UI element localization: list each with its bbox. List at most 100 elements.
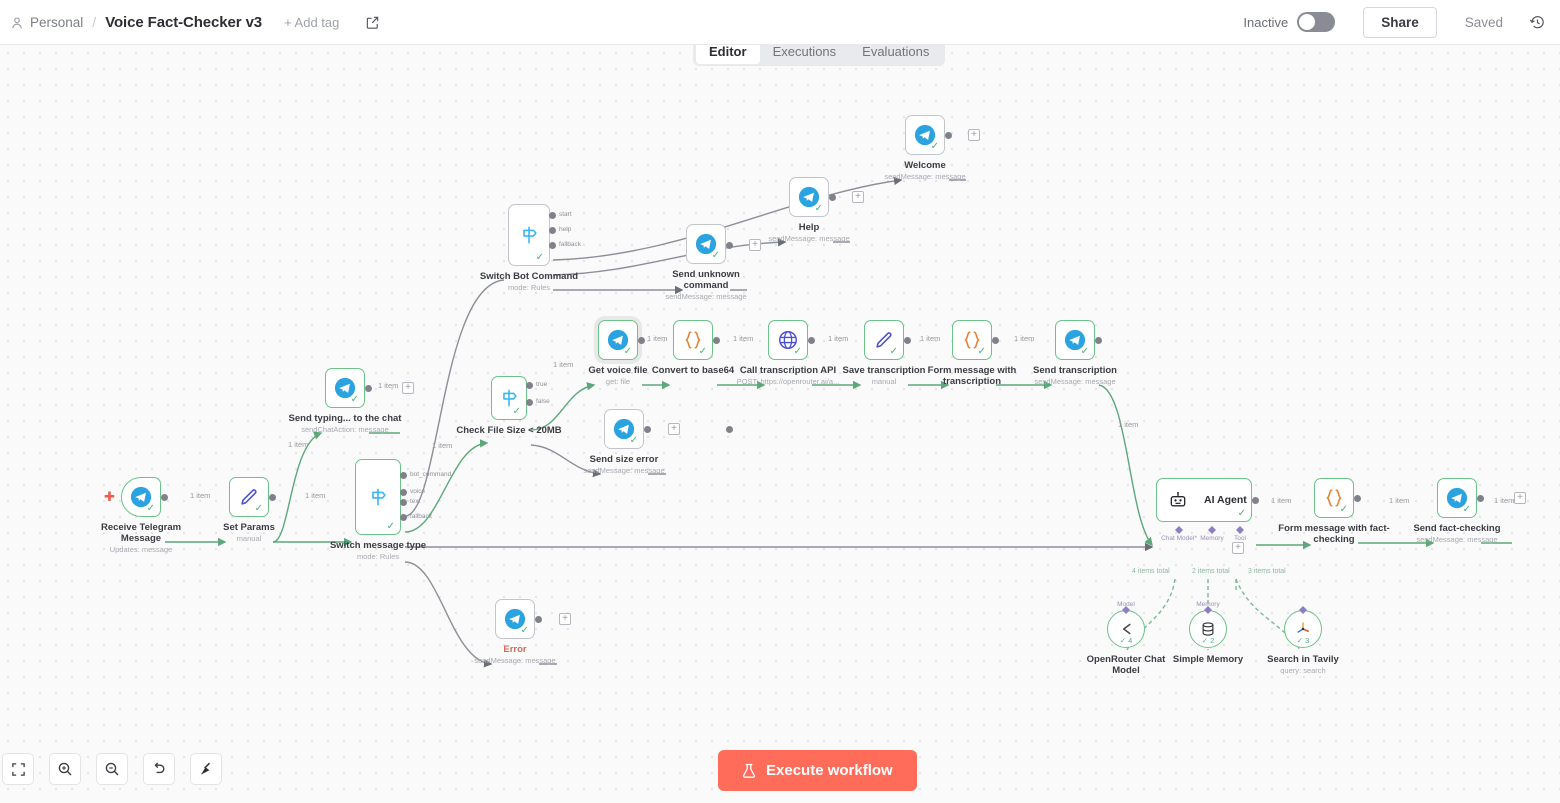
node-body[interactable]: ✓ xyxy=(789,177,829,217)
reset-zoom-button[interactable] xyxy=(143,753,175,785)
node-output-port[interactable] xyxy=(400,498,407,506)
edit-icon[interactable] xyxy=(365,15,380,30)
sub-node-port[interactable] xyxy=(1122,606,1130,614)
node-body[interactable]: ✓ xyxy=(768,320,808,360)
node-body[interactable]: ✓ xyxy=(355,459,401,535)
node-output-port[interactable] xyxy=(365,384,372,392)
node-body[interactable]: ✓ xyxy=(686,224,726,264)
node-body[interactable]: ✓ xyxy=(508,204,550,266)
node-output-port[interactable] xyxy=(992,336,999,344)
node-output-port[interactable] xyxy=(161,493,168,501)
node-output-port[interactable] xyxy=(713,336,720,344)
node-output-port[interactable] xyxy=(726,425,733,433)
workflow-node-formtrans[interactable]: ✓Form message with transcription xyxy=(928,320,1016,387)
node-body[interactable]: ✓ xyxy=(491,376,527,420)
node-body[interactable]: ✓ xyxy=(905,115,945,155)
tab-executions[interactable]: Executions xyxy=(772,43,837,59)
sub-node-port[interactable] xyxy=(1204,606,1212,614)
tab-evaluations[interactable]: Evaluations xyxy=(862,43,930,59)
agent-port-2[interactable] xyxy=(1236,526,1244,534)
add-node-plus-button[interactable]: + xyxy=(559,613,571,625)
node-output-port[interactable] xyxy=(1354,494,1361,502)
agent-port-0[interactable] xyxy=(1175,526,1183,534)
add-node-plus-button[interactable]: + xyxy=(1514,492,1526,504)
node-body[interactable]: ✓ xyxy=(1437,478,1477,518)
node-body[interactable]: ✓ xyxy=(1055,320,1095,360)
node-output-port[interactable] xyxy=(549,241,556,249)
node-body[interactable]: ✓ xyxy=(121,477,161,517)
workflow-node-checksize[interactable]: ✓Check File Size < 20MB xyxy=(456,376,562,436)
node-body[interactable]: ✓ xyxy=(1314,478,1354,518)
breadcrumb-personal[interactable]: Personal xyxy=(30,14,84,30)
execute-workflow-button[interactable]: Execute workflow xyxy=(718,750,917,791)
agent-port-1[interactable] xyxy=(1208,526,1216,534)
node-body[interactable]: ✓ xyxy=(325,368,365,408)
workflow-activate-toggle[interactable] xyxy=(1297,12,1336,32)
share-button[interactable]: Share xyxy=(1363,6,1437,38)
add-node-plus-button[interactable]: + xyxy=(968,129,980,141)
node-output-port[interactable] xyxy=(1477,494,1484,502)
zoom-in-button[interactable] xyxy=(49,753,81,785)
history-icon[interactable] xyxy=(1529,14,1546,31)
add-node-plus-button[interactable]: + xyxy=(668,423,680,435)
node-body[interactable]: ✓ xyxy=(604,409,644,449)
zoom-out-button[interactable] xyxy=(96,753,128,785)
node-output-port[interactable] xyxy=(726,241,733,249)
node-body[interactable]: ✓ xyxy=(952,320,992,360)
node-body[interactable]: AI Agent✓ xyxy=(1156,478,1252,522)
node-output-port[interactable] xyxy=(644,425,651,433)
node-output-port[interactable] xyxy=(1252,496,1259,504)
node-output-port[interactable] xyxy=(808,336,815,344)
node-output-port[interactable] xyxy=(400,471,407,479)
node-output-port[interactable] xyxy=(829,193,836,201)
node-output-port[interactable] xyxy=(549,211,556,219)
node-output-port[interactable] xyxy=(535,615,542,623)
sub-node-port[interactable] xyxy=(1299,606,1307,614)
workflow-node-aiagent[interactable]: AI Agent✓AI Agent xyxy=(1156,478,1252,522)
node-body[interactable]: ✓ xyxy=(229,477,269,517)
add-tag-button[interactable]: + Add tag xyxy=(284,14,340,30)
sub-node-memory[interactable]: ✓ 2 xyxy=(1189,610,1227,648)
node-output-port[interactable] xyxy=(638,336,645,344)
node-body[interactable]: ✓ xyxy=(673,320,713,360)
add-node-plus-button[interactable]: + xyxy=(852,191,864,203)
node-output-port[interactable] xyxy=(400,513,407,521)
node-output-port[interactable] xyxy=(904,336,911,344)
node-output-port[interactable] xyxy=(526,381,533,389)
sub-node-tavily[interactable]: ✓ 3 xyxy=(1284,610,1322,648)
node-output-port[interactable] xyxy=(1095,336,1102,344)
node-output-port[interactable] xyxy=(269,493,276,501)
add-node-plus-button[interactable]: + xyxy=(749,239,761,251)
workflow-node-formfact[interactable]: ✓Form message with fact- checking xyxy=(1278,478,1390,545)
node-output-port[interactable] xyxy=(549,226,556,234)
sub-node-openrouter[interactable]: ✓ 4 xyxy=(1107,610,1145,648)
node-body[interactable]: ✓ xyxy=(598,320,638,360)
add-node-plus-button[interactable]: + xyxy=(402,382,414,394)
node-body[interactable]: ✓ xyxy=(864,320,904,360)
node-output-port[interactable] xyxy=(945,131,952,139)
node-output-port[interactable] xyxy=(400,488,407,496)
workflow-node-base64[interactable]: ✓Convert to base64 xyxy=(652,320,734,376)
node-output-port[interactable] xyxy=(526,398,533,406)
fit-to-view-button[interactable] xyxy=(2,753,34,785)
node-body[interactable]: ✓ xyxy=(495,599,535,639)
page-title[interactable]: Voice Fact-Checker v3 xyxy=(105,13,263,31)
tidy-up-button[interactable] xyxy=(190,753,222,785)
add-node-plus-button[interactable]: + xyxy=(1232,542,1244,554)
